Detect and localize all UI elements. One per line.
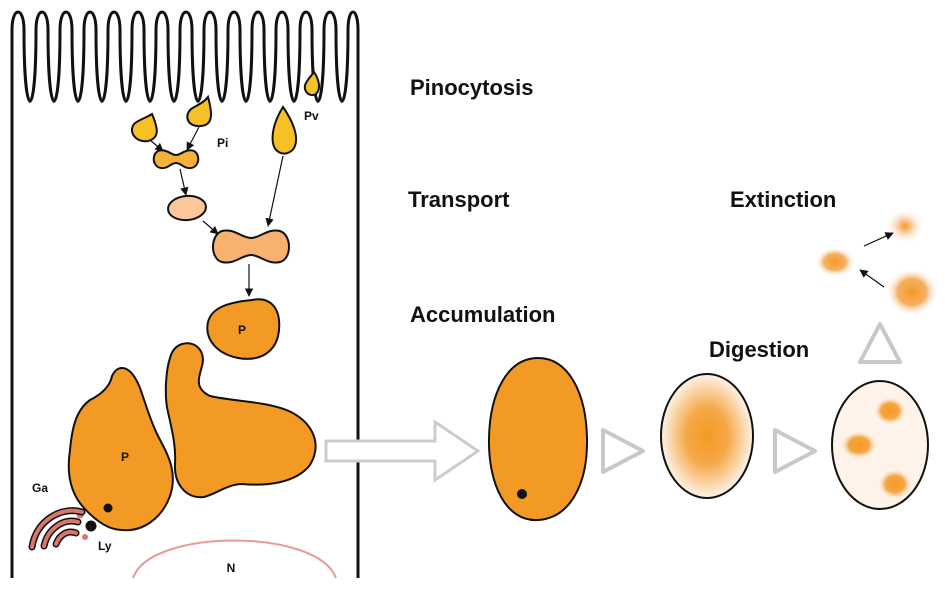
lysosome-label: Ly — [98, 539, 112, 553]
gray-triangle-arrow — [773, 428, 817, 474]
stage-label-extinction: Extinction — [730, 187, 836, 212]
gray-triangle-arrow-up — [858, 322, 902, 364]
protein-droplet-merged — [164, 342, 317, 499]
pinocytic-vesicle — [130, 112, 158, 143]
protein-droplet-large-label: P — [121, 450, 129, 464]
stage-label-digestion: Digestion — [709, 337, 809, 362]
lysosome-dot — [517, 489, 527, 499]
nucleus-label: N — [227, 561, 236, 575]
droplet-fragment — [875, 398, 905, 424]
lysosome-small-dot — [82, 534, 88, 540]
fusing-vacuole — [212, 229, 290, 264]
digesting-droplet — [660, 373, 754, 499]
golgi-label: Ga — [32, 481, 48, 495]
accumulated-droplet — [487, 356, 589, 522]
pinocytic-vacuole-label: Pv — [304, 109, 319, 123]
fusing-vesicle — [152, 149, 200, 170]
endosome-vesicle — [167, 194, 207, 222]
droplet-fragment — [879, 470, 911, 498]
fading-fragment — [886, 268, 938, 316]
fading-fragment — [815, 247, 855, 277]
fragmented-droplet — [831, 380, 929, 510]
lysosome-dot — [103, 503, 113, 513]
golgi-apparatus — [28, 507, 86, 551]
stage-label-accumulation: Accumulation — [410, 302, 555, 327]
pinocytic-vesicle — [186, 94, 212, 128]
extinction-fragments — [815, 208, 938, 316]
protein-droplet-large — [67, 366, 174, 532]
lysosome-dot — [85, 520, 97, 532]
pinocytic-vacuole-small — [303, 70, 321, 96]
pathway-arrows — [149, 126, 284, 297]
pinocytic-vacuole — [271, 105, 298, 155]
pinocytic-vesicle-label: Pi — [217, 136, 228, 150]
process-arrow — [324, 419, 481, 483]
protein-droplet-small — [206, 298, 281, 360]
cell: N Pi Pv P P — [10, 10, 360, 579]
fading-fragment — [885, 208, 925, 244]
nucleus — [132, 539, 337, 579]
droplet-fragment — [842, 432, 876, 458]
gray-triangle-arrow — [601, 428, 645, 474]
stage-label-pinocytosis: Pinocytosis — [410, 75, 533, 100]
stage-label-transport: Transport — [408, 187, 510, 212]
protein-droplet-small-label: P — [238, 323, 246, 337]
microvilli-border — [10, 10, 360, 578]
